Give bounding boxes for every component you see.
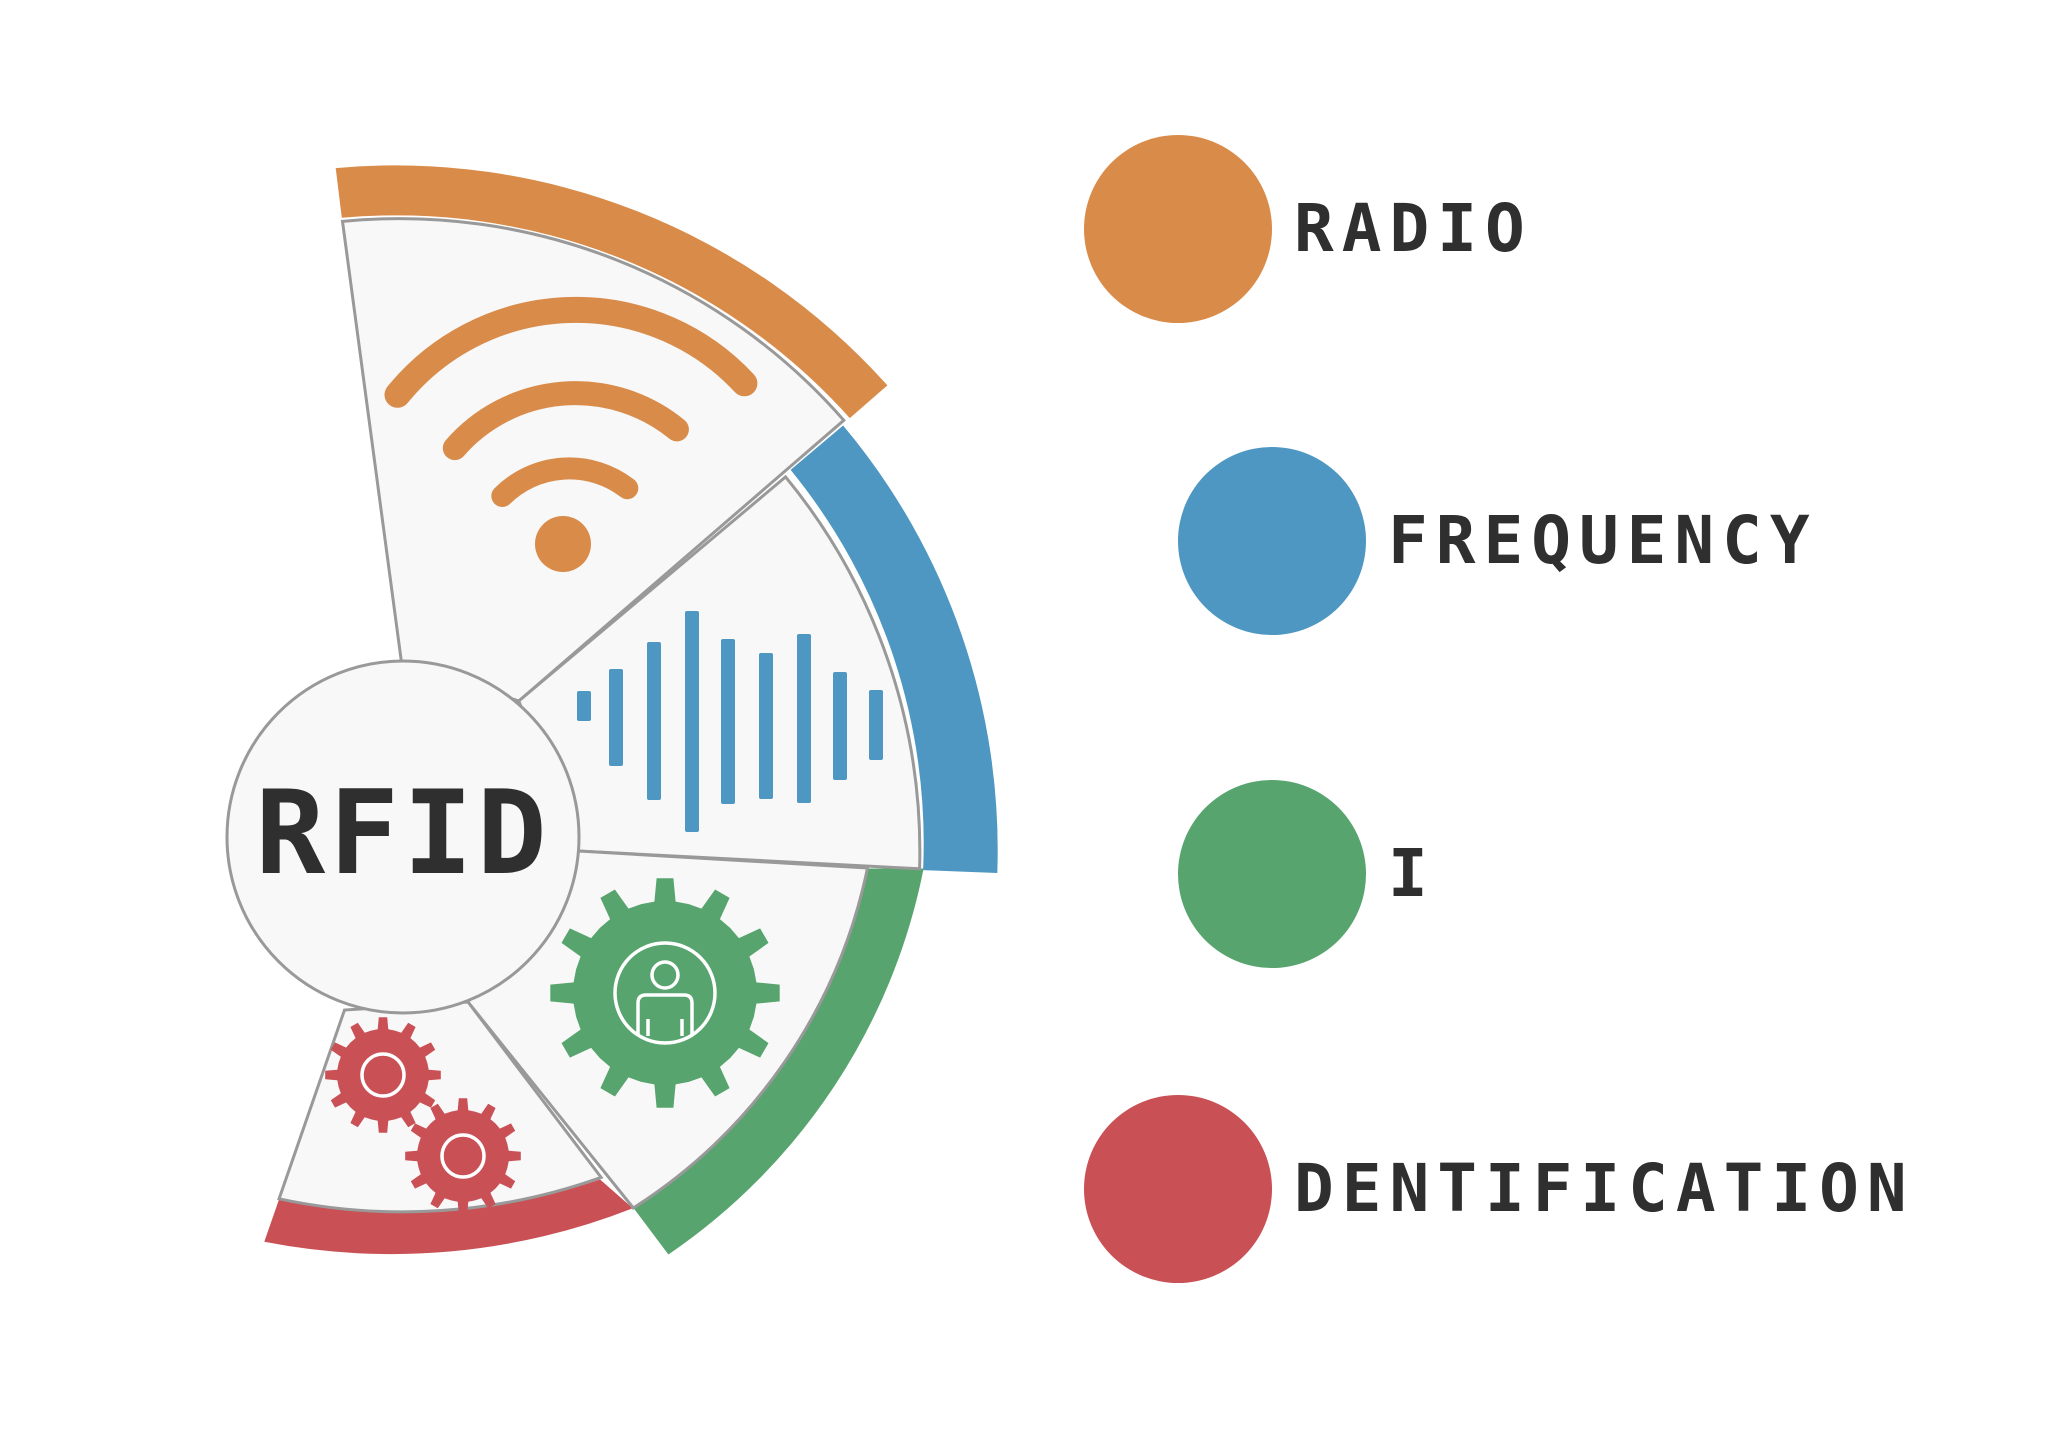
legend-dot-frequency: [1178, 447, 1366, 635]
center-title: RFID: [255, 766, 550, 901]
wave-bar: [577, 691, 591, 721]
gear-person-icon: [550, 878, 780, 1108]
wave-bar: [647, 642, 661, 800]
i-arc-band: [633, 868, 924, 1255]
legend-dot-radio: [1084, 135, 1272, 323]
legend-item-identification: DENTIFICATION: [1084, 1095, 1915, 1283]
radio-arc-band: [335, 165, 888, 419]
wave-bar: [721, 639, 735, 804]
frequency-arc-band: [790, 425, 998, 873]
legend-word-i: I: [1388, 835, 1436, 912]
wave-bar: [797, 634, 811, 803]
frequency-panel: [517, 474, 922, 871]
legend-word-identification: DENTIFICATION: [1294, 1150, 1915, 1227]
center-circle: [225, 659, 581, 1015]
legend-dot-i: [1178, 780, 1366, 968]
wave-bar: [609, 669, 623, 766]
wave-bar: [685, 611, 699, 832]
wave-bar: [759, 653, 773, 799]
wave-bar: [869, 690, 883, 760]
legend-word-frequency: FREQUENCY: [1388, 502, 1818, 579]
legend-item-frequency: FREQUENCY: [1178, 447, 1818, 635]
legend-dot-identification: [1084, 1095, 1272, 1283]
twin-gears-icon: [325, 1017, 521, 1214]
wave-bar: [833, 672, 847, 780]
legend-item-radio: RADIO: [1084, 135, 1533, 323]
sound-wave-bars-icon: [577, 611, 883, 832]
legend-item-i: I: [1178, 780, 1436, 968]
wifi-dot-icon: [535, 516, 591, 572]
identification-arc-band: [264, 1179, 633, 1255]
legend-word-radio: RADIO: [1294, 190, 1533, 267]
wifi-signal-icon: [384, 296, 758, 507]
